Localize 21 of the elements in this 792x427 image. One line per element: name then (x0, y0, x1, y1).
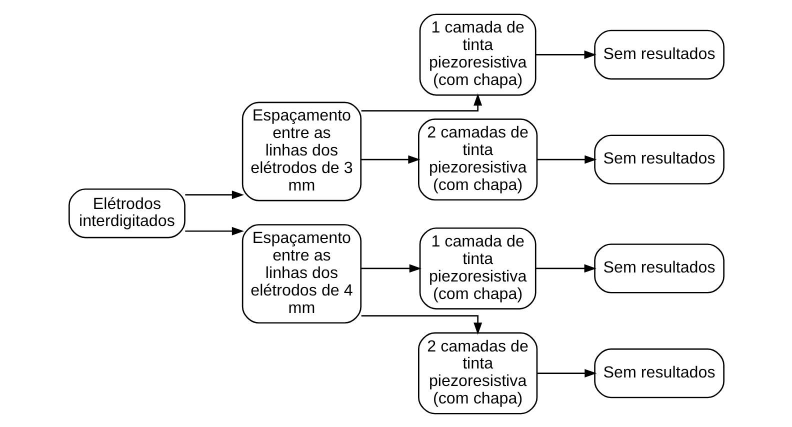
node-box: Sem resultados (594, 243, 724, 293)
arrow (184, 190, 244, 199)
arrow (360, 314, 482, 334)
node-box: 1 camada de tinta piezoresistiva (com chapa) (418, 13, 536, 96)
node-box: Espaçamento entre as linhas dos elétrodos de 3 mm (241, 101, 362, 201)
node-box: Elétrodos interdigitados (68, 188, 185, 238)
arrow (535, 264, 596, 272)
node-box: Espaçamento entre as linhas dos elétrodos de 4 mm (241, 224, 362, 324)
arrow (535, 50, 596, 58)
arrow (536, 154, 596, 164)
node-box: Sem resultados (594, 134, 724, 184)
arrow (360, 264, 421, 272)
arrow (184, 226, 244, 235)
node-box: 2 camadas de tinta piezoresistiva (com chapa) (418, 332, 538, 414)
arrow (360, 92, 482, 111)
node-box: 1 camada de tinta piezoresistiva (com chapa) (418, 226, 536, 309)
node-box: 2 camadas de tinta piezoresistiva (com chapa) (418, 118, 538, 200)
node-box: Sem resultados (594, 348, 724, 398)
node-box: Sem resultados (594, 29, 724, 80)
arrow (360, 154, 420, 164)
arrow (536, 368, 596, 378)
